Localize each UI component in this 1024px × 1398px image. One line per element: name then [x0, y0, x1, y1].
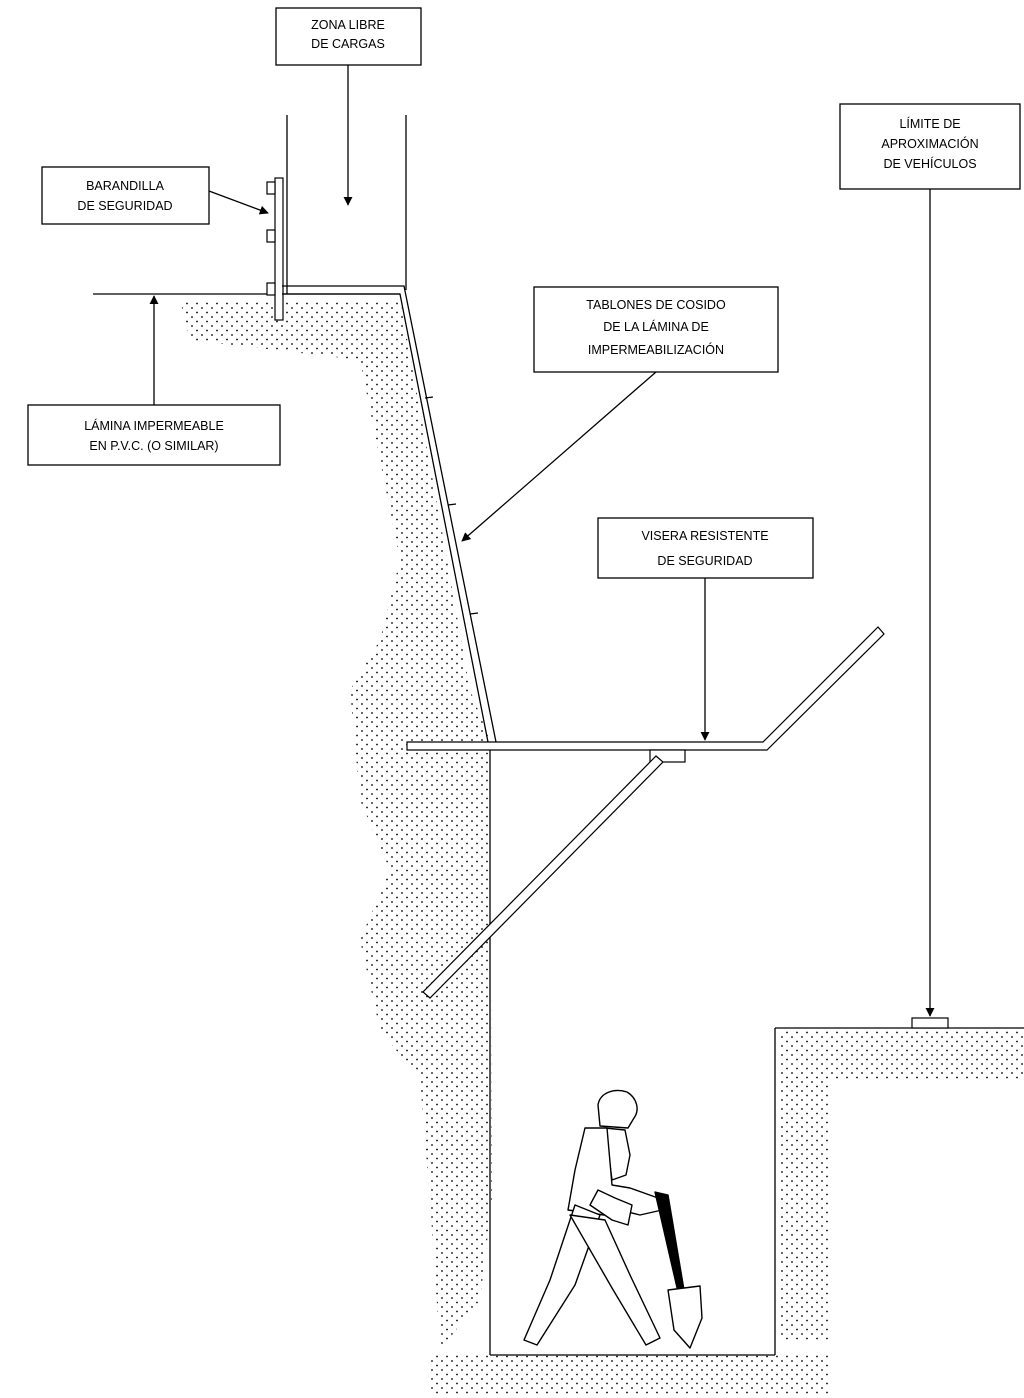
safety-railing	[266, 177, 284, 321]
lamina-line-2: EN P.V.C. (O SIMILAR)	[89, 439, 218, 453]
barandilla-line-2: DE SEGURIDAD	[77, 199, 172, 213]
label-barandilla: BARANDILLA DE SEGURIDAD	[41, 166, 210, 225]
soil-stipple	[180, 300, 1024, 1395]
tablones-line-1: TABLONES DE COSIDO	[586, 298, 726, 312]
limite-line-3: DE VEHÍCULOS	[883, 156, 976, 171]
safety-visor	[406, 626, 885, 999]
soil-left-slope	[180, 300, 492, 1350]
limite-line-2: APROXIMACIÓN	[881, 136, 978, 151]
label-visera: VISERA RESISTENTE DE SEGURIDAD	[597, 517, 814, 579]
visera-line-1: VISERA RESISTENTE	[641, 529, 768, 543]
tablones-line-2: DE LA LÁMINA DE	[603, 319, 709, 334]
visera-line-2: DE SEGURIDAD	[657, 554, 752, 568]
tablones-line-3: IMPERMEABILIZACIÓN	[588, 342, 724, 357]
label-lamina: LÁMINA IMPERMEABLE EN P.V.C. (O SIMILAR)	[27, 404, 281, 466]
trench-walls	[489, 750, 1024, 1356]
limite-line-1: LÍMITE DE	[899, 116, 960, 131]
tablones-arrow	[461, 371, 657, 542]
label-tablones: TABLONES DE COSIDO DE LA LÁMINA DE IMPER…	[533, 286, 779, 373]
vehicle-stop-block	[911, 1017, 949, 1029]
zona-libre-line-2: DE CARGAS	[311, 37, 385, 51]
worker-with-shovel-icon	[523, 1089, 703, 1349]
pvc-sheet-slope	[282, 285, 497, 743]
label-limite: LÍMITE DE APROXIMACIÓN DE VEHÍCULOS	[839, 103, 1021, 190]
soil-trench-bottom	[430, 1355, 830, 1395]
soil-right-bank	[778, 1030, 1024, 1340]
barandilla-line-1: BARANDILLA	[86, 179, 164, 193]
lamina-line-1: LÁMINA IMPERMEABLE	[84, 418, 224, 433]
barandilla-arrow	[208, 190, 269, 215]
zona-libre-line-1: ZONA LIBRE	[311, 18, 385, 32]
label-zona-libre: ZONA LIBRE DE CARGAS	[275, 7, 422, 66]
